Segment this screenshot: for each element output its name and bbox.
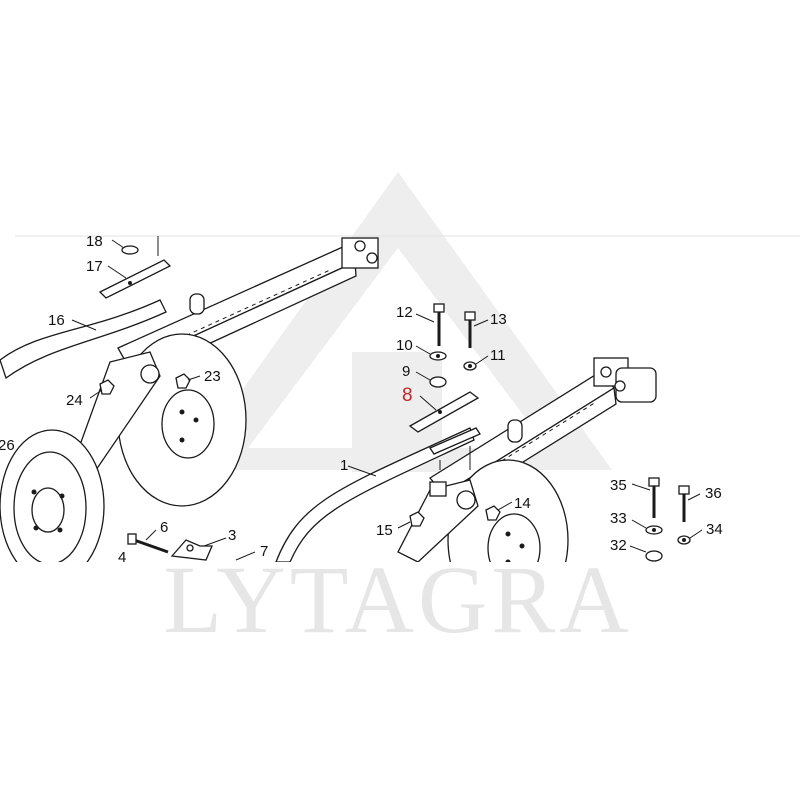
right-washer-33 xyxy=(645,525,663,535)
callout-24: 24 xyxy=(66,392,83,409)
callout-14: 14 xyxy=(514,495,531,512)
callout-1: 1 xyxy=(340,457,348,474)
right-washer-32 xyxy=(645,550,663,562)
callout-32: 32 xyxy=(610,537,627,554)
callout-17: 17 xyxy=(86,258,103,275)
callout-15: 15 xyxy=(376,522,393,539)
leader-lines xyxy=(71,239,703,561)
callout-10: 10 xyxy=(396,337,413,354)
callout-12: 12 xyxy=(396,304,413,321)
left-arm xyxy=(75,351,161,471)
callout-4: 4 xyxy=(118,549,126,566)
center-coulter-disc xyxy=(447,459,569,562)
callout-8-highlighted: 8 xyxy=(402,385,413,406)
left-gauge-wheel xyxy=(0,429,105,562)
callout-11: 11 xyxy=(490,347,506,364)
callout-23: 23 xyxy=(204,368,221,385)
left-bracket-3 xyxy=(170,539,213,561)
left-nut-23 xyxy=(175,373,191,389)
center-strap-8 xyxy=(408,391,480,433)
watermark-text: LYTAGRA xyxy=(163,546,632,653)
drawing-area xyxy=(0,236,703,562)
callout-36: 36 xyxy=(705,485,722,502)
center-nut-15 xyxy=(409,511,425,527)
right-washer-34 xyxy=(677,535,691,545)
callout-3: 3 xyxy=(228,527,236,544)
callout-7: 7 xyxy=(260,543,268,560)
callout-34: 34 xyxy=(706,521,723,538)
callout-18: 18 xyxy=(86,233,103,250)
center-clamp-post xyxy=(507,419,523,443)
center-spring-1 xyxy=(275,427,475,562)
right-bolt-35 xyxy=(648,477,660,518)
callout-6: 6 xyxy=(160,519,168,536)
center-bolt-12 xyxy=(433,303,445,346)
left-bolt-6 xyxy=(127,533,169,554)
center-bolt-13 xyxy=(464,311,476,348)
callout-26: 26 xyxy=(0,437,15,454)
center-strap-lower xyxy=(429,427,481,470)
center-arm xyxy=(397,479,479,562)
left-strap-17 xyxy=(98,259,172,299)
left-nut-24 xyxy=(99,379,115,395)
center-washer-9 xyxy=(429,376,447,388)
right-bolt-36 xyxy=(678,485,690,522)
center-washer-11 xyxy=(463,361,477,371)
callout-33: 33 xyxy=(610,510,627,527)
left-washer-18 xyxy=(121,236,159,256)
left-clamp-post xyxy=(189,293,205,315)
left-spring-16 xyxy=(0,299,167,380)
callout-9: 9 xyxy=(402,363,410,380)
callout-labels: 18 17 16 23 24 26 6 3 4 7 1 8 9 10 11 12… xyxy=(0,233,723,566)
center-washer-10 xyxy=(429,351,447,361)
callout-35: 35 xyxy=(610,477,627,494)
center-nut-14 xyxy=(485,505,501,521)
callout-16: 16 xyxy=(48,312,65,329)
callout-13: 13 xyxy=(490,311,507,328)
